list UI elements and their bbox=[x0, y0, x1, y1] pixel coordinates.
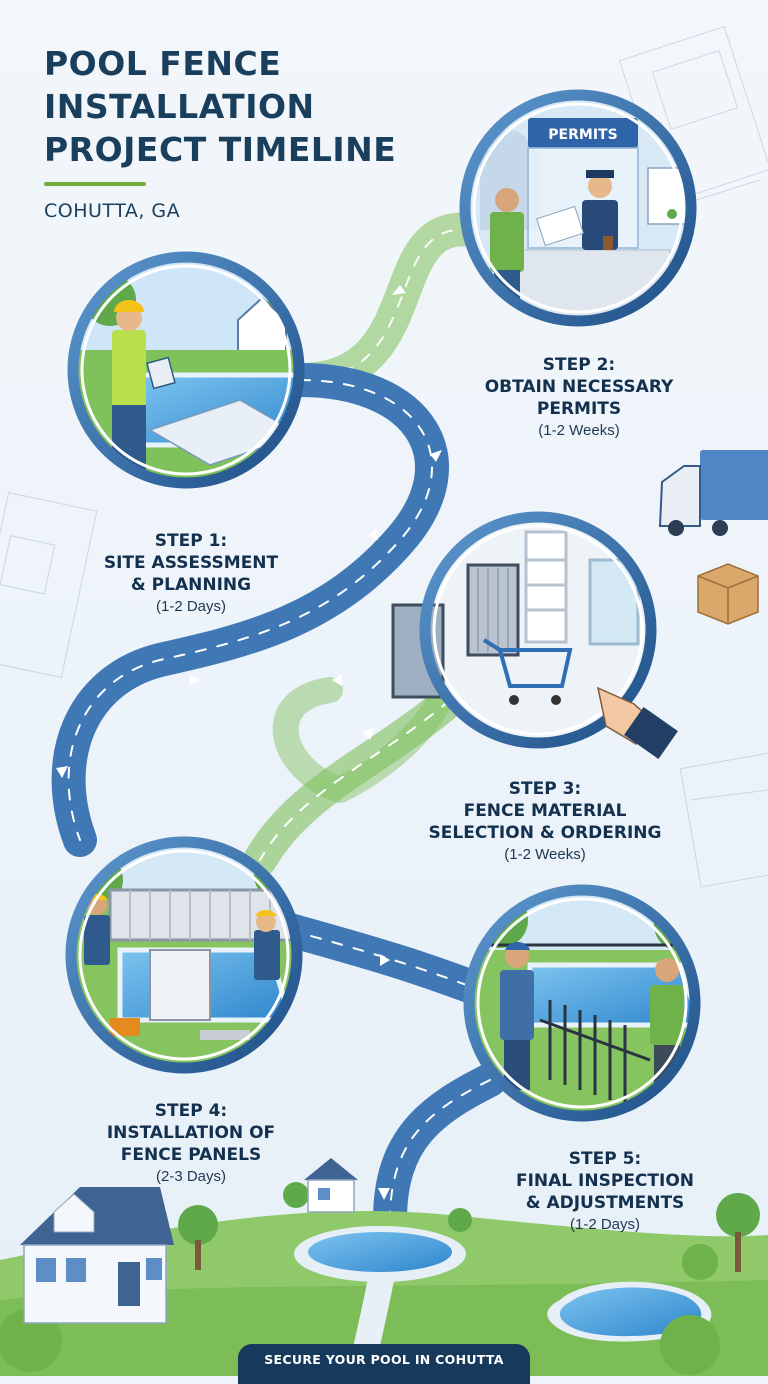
step-3-duration: (1-2 Weeks) bbox=[504, 846, 586, 863]
step-5-illustration bbox=[463, 884, 701, 1122]
permits-sign: PERMITS bbox=[548, 127, 617, 143]
step-5-duration: (1-2 Days) bbox=[569, 1216, 640, 1233]
title-underline bbox=[44, 182, 146, 186]
step-1-duration: (1-2 Days) bbox=[155, 598, 226, 615]
bottom-landscape bbox=[0, 1158, 768, 1376]
step-2-name: OBTAIN NECESSARY PERMITS bbox=[484, 377, 674, 419]
step-1-label: STEP 1: SITE ASSESSMENT & PLANNING (1-2 … bbox=[66, 530, 316, 618]
step-5-number: STEP 5: bbox=[568, 1149, 642, 1169]
step-3-number: STEP 3: bbox=[508, 779, 582, 799]
step-5-label: STEP 5: FINAL INSPECTION & ADJUSTMENTS (… bbox=[480, 1148, 730, 1236]
step-2-duration: (1-2 Weeks) bbox=[538, 422, 620, 439]
step-4-name: INSTALLATION OF FENCE PANELS bbox=[106, 1123, 276, 1165]
step-1-name: SITE ASSESSMENT & PLANNING bbox=[103, 553, 279, 595]
location-label: COHUTTA, GA bbox=[44, 200, 181, 222]
box-icon bbox=[697, 563, 759, 625]
step-3-name: FENCE MATERIAL SELECTION & ORDERING bbox=[428, 801, 662, 843]
step-3-label: STEP 3: FENCE MATERIAL SELECTION & ORDER… bbox=[400, 778, 690, 866]
step-3-illustration bbox=[391, 511, 678, 759]
step-4-number: STEP 4: bbox=[154, 1101, 228, 1121]
page-title: POOL FENCE INSTALLATION PROJECT TIMELINE bbox=[44, 44, 397, 169]
step-5-name: FINAL INSPECTION & ADJUSTMENTS bbox=[515, 1171, 695, 1213]
step-2-number: STEP 2: bbox=[542, 355, 616, 375]
step-4-illustration bbox=[65, 836, 303, 1074]
small-house-icon bbox=[304, 1158, 358, 1213]
house-icon bbox=[20, 1187, 174, 1324]
step-4-duration: (2-3 Days) bbox=[155, 1168, 226, 1185]
path-arrows bbox=[56, 285, 442, 1200]
step-1-number: STEP 1: bbox=[154, 531, 228, 551]
timeline-path bbox=[51, 212, 507, 1237]
footer-banner: SECURE YOUR POOL IN COHUTTA bbox=[238, 1344, 530, 1384]
truck-icon bbox=[658, 450, 768, 536]
step-4-label: STEP 4: INSTALLATION OF FENCE PANELS (2-… bbox=[66, 1100, 316, 1188]
pointing-hand-icon bbox=[596, 686, 678, 759]
step-2-label: STEP 2: OBTAIN NECESSARY PERMITS (1-2 We… bbox=[444, 354, 714, 442]
step-2-illustration: PERMITS bbox=[459, 89, 697, 327]
